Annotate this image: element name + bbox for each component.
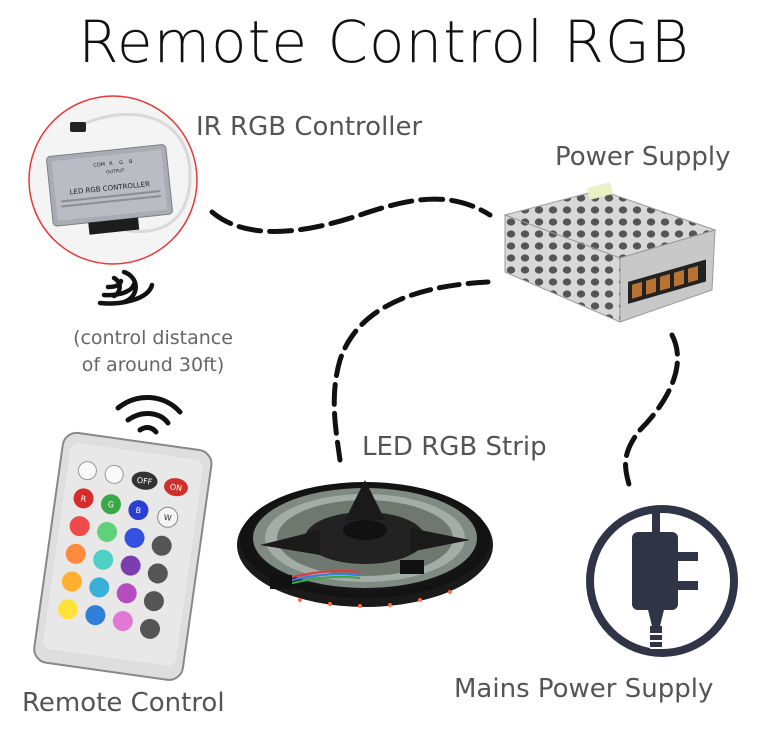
led-strip-reel-image (237, 480, 493, 608)
mains-plug-icon (586, 505, 738, 657)
white-button (157, 506, 179, 528)
mains-label: Mains Power Supply (454, 674, 714, 704)
function-button (147, 563, 168, 584)
controller-port-g: G (119, 160, 124, 166)
color-button (65, 543, 86, 564)
control-distance-note: (control distance of around 30ft) (58, 325, 248, 379)
cable-controller-to-power (209, 196, 493, 234)
distance-line-1: (control distance (73, 327, 233, 349)
controller-port-b: B (129, 159, 134, 165)
power-supply-label: Power Supply (555, 142, 731, 172)
color-button (85, 605, 106, 626)
controller-output-label: OUTPUT (106, 168, 125, 176)
strip-connector (400, 560, 424, 574)
color-button (57, 599, 78, 620)
green-button (100, 494, 121, 515)
ir-controller-image: LED RGB CONTROLLER COM R G B OUTPUT (28, 95, 198, 265)
controller-port-r: R (109, 161, 114, 167)
color-button (112, 611, 133, 632)
off-button (131, 471, 158, 490)
color-button (89, 577, 110, 598)
cable-power-to-strip (331, 279, 491, 463)
connector-icon (70, 122, 86, 132)
green-button-label: G (107, 500, 114, 510)
color-button (97, 521, 118, 542)
off-button-label: OFF (136, 476, 153, 487)
function-button (151, 535, 172, 556)
on-button-label: ON (169, 482, 182, 493)
controller-terminal (88, 217, 140, 235)
page-title: Remote Control RGB (78, 8, 690, 76)
power-supply-image (503, 182, 717, 323)
red-button (73, 488, 94, 509)
remote-label: Remote Control (22, 688, 225, 718)
white-button-label: W (163, 513, 172, 523)
on-button (164, 478, 188, 497)
brightness-down-button (104, 464, 124, 484)
red-button-label: R (80, 494, 87, 504)
strip-connector (270, 575, 292, 589)
wifi-signal-icon (115, 394, 183, 435)
cable-power-to-mains (623, 332, 680, 491)
color-button (116, 583, 137, 604)
blue-button (128, 500, 149, 521)
distance-line-2: of around 30ft) (81, 354, 225, 376)
color-button (61, 571, 82, 592)
color-button (69, 516, 90, 537)
color-button (93, 549, 114, 570)
function-button (140, 618, 161, 639)
controller-port-com: COM (93, 162, 105, 169)
color-button (120, 555, 141, 576)
ir-signal-down-icon (97, 269, 155, 306)
color-button (124, 527, 145, 548)
function-button (143, 591, 164, 612)
brightness-up-button (77, 461, 97, 481)
led-strip-label: LED RGB Strip (362, 432, 547, 462)
blue-button-label: B (135, 506, 142, 516)
controller-label: IR RGB Controller (196, 112, 423, 142)
remote-control-image: OFF ON R G B W (33, 431, 213, 681)
